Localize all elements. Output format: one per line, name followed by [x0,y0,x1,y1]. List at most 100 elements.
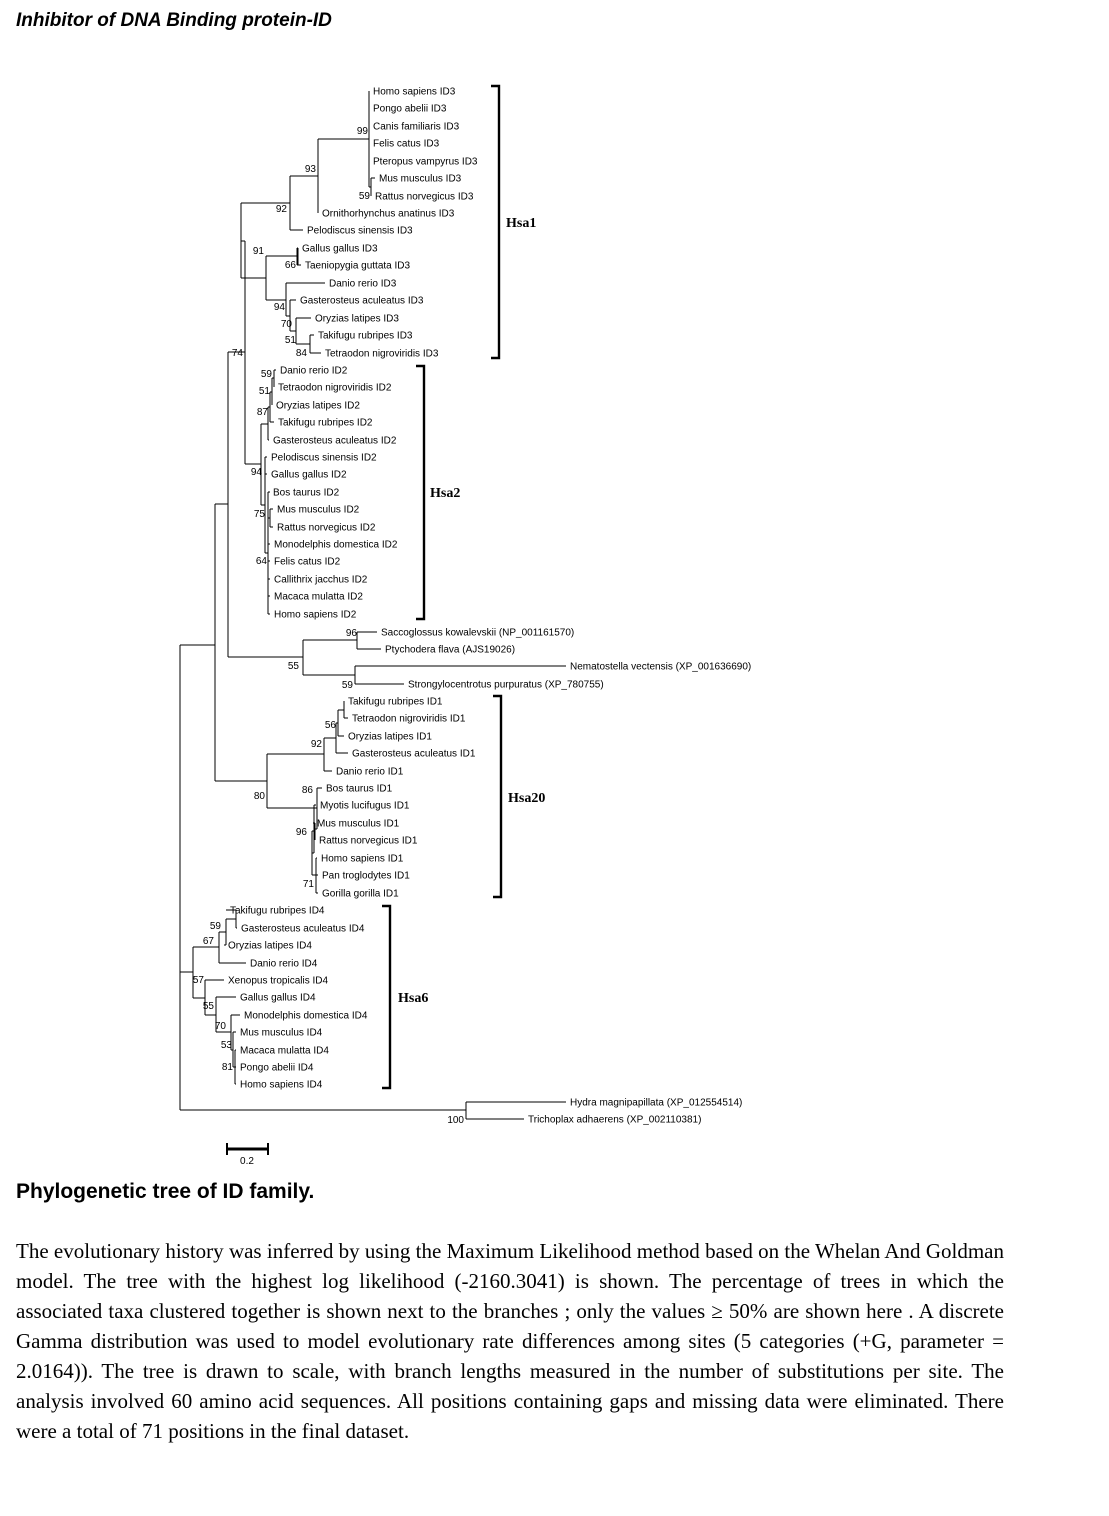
bootstrap-value: 64 [256,556,268,567]
bootstrap-value: 56 [325,720,337,731]
leaf-label: Canis familiaris ID3 [373,122,460,133]
leaf-label: Oryzias latipes ID1 [348,732,432,743]
leaf-label: Pongo abelii ID4 [240,1063,314,1074]
leaf-label: Homo sapiens ID1 [321,854,404,865]
clade-bracket [416,364,426,621]
clade-label: Hsa2 [430,486,460,501]
leaf-label: Homo sapiens ID3 [373,87,456,98]
bootstrap-value: 51 [259,386,271,397]
clade-label: Hsa6 [398,991,428,1006]
bootstrap-value: 94 [274,302,286,313]
clade-bracket [491,84,501,360]
figure-caption-text: The evolutionary history was inferred by… [16,1239,1004,1443]
leaf-label: Bos taurus ID1 [326,784,393,795]
leaf-label: Danio rerio ID2 [280,366,348,377]
clade-bracket [382,904,392,1090]
leaf-label: Macaca mulatta ID2 [274,592,363,603]
bootstrap-value: 74 [232,348,244,359]
leaf-label: Xenopus tropicalis ID4 [228,976,328,987]
leaf-label: Gasterosteus aculeatus ID3 [300,296,424,307]
leaf-label: Mus musculus ID2 [277,505,360,516]
bootstrap-value: 57 [193,975,205,986]
bootstrap-value: 86 [302,785,314,796]
leaf-label: Rattus norvegicus ID1 [319,836,418,847]
leaf-label: Bos taurus ID2 [273,488,340,499]
bootstrap-value: 55 [288,661,300,672]
figure-caption-title: Phylogenetic tree of ID family. [16,1180,315,1203]
leaf-label: Monodelphis domestica ID4 [244,1011,368,1022]
leaf-label: Taeniopygia guttata ID3 [305,261,411,272]
leaf-label: Hydra magnipapillata (XP_012554514) [570,1098,742,1109]
leaf-label: Rattus norvegicus ID2 [277,523,376,534]
leaf-label: Tetraodon nigroviridis ID1 [352,714,466,725]
leaf-label: Rattus norvegicus ID3 [375,192,474,203]
bootstrap-value: 59 [210,921,222,932]
bootstrap-value: 59 [261,369,273,380]
bootstrap-value: 92 [276,204,288,215]
clade-label: Hsa20 [508,791,545,806]
bootstrap-value: 70 [215,1021,227,1032]
leaf-label: Pelodiscus sinensis ID3 [307,226,413,237]
leaf-label: Takifugu rubripes ID1 [348,697,443,708]
leaf-label: Gorilla gorilla ID1 [322,889,399,900]
page-title: Inhibitor of DNA Binding protein-ID [16,10,332,31]
clade-label: Hsa1 [506,216,536,231]
leaf-label: Oryzias latipes ID2 [276,401,360,412]
bootstrap-value: 75 [254,509,266,520]
bootstrap-value: 51 [285,335,297,346]
leaf-label: Gallus gallus ID3 [302,244,378,255]
leaf-label: Homo sapiens ID2 [274,610,357,621]
clade-bracket [493,694,503,899]
bootstrap-value: 96 [346,628,358,639]
bootstrap-value: 91 [253,246,265,257]
bootstrap-value: 80 [254,791,266,802]
leaf-label: Takifugu rubripes ID4 [230,906,325,917]
leaf-label: Gallus gallus ID2 [271,470,347,481]
leaf-label: Gallus gallus ID4 [240,993,316,1004]
leaf-label: Takifugu rubripes ID3 [318,331,413,342]
bootstrap-value: 71 [303,879,315,890]
leaf-label: Callithrix jacchus ID2 [274,575,368,586]
bootstrap-value: 70 [281,319,293,330]
leaf-label: Ornithorhynchus anatinus ID3 [322,209,455,220]
leaf-label: Gasterosteus aculeatus ID4 [241,924,365,935]
leaf-label: Danio rerio ID1 [336,767,404,778]
leaf-label: Saccoglossus kowalevskii (NP_001161570) [381,628,574,639]
leaf-label: Tetraodon nigroviridis ID2 [278,383,392,394]
leaf-label: Ptychodera flava (AJS19026) [385,645,515,656]
leaf-label: Pelodiscus sinensis ID2 [271,453,377,464]
leaf-label: Homo sapiens ID4 [240,1080,323,1091]
bootstrap-value: 99 [357,126,369,137]
leaf-label: Gasterosteus aculeatus ID2 [273,436,397,447]
bootstrap-value: 66 [285,260,297,271]
leaf-label: Mus musculus ID1 [317,819,400,830]
leaf-label: Danio rerio ID3 [329,279,397,290]
scale-bar: 0.2 [226,1143,269,1167]
bootstrap-value: 84 [296,348,308,359]
leaf-label: Nematostella vectensis (XP_001636690) [570,662,751,673]
leaf-label: Mus musculus ID3 [379,174,462,185]
leaf-label: Strongylocentrotus purpuratus (XP_780755… [408,680,604,691]
bootstrap-value: 59 [359,191,371,202]
bootstrap-value: 96 [296,827,308,838]
leaf-label: Pan troglodytes ID1 [322,871,410,882]
bootstrap-value: 93 [305,164,317,175]
leaf-label: Danio rerio ID4 [250,959,318,970]
leaf-label: Trichoplax adhaerens (XP_002110381) [528,1115,701,1126]
leaf-label: Pteropus vampyrus ID3 [373,157,478,168]
leaf-label: Tetraodon nigroviridis ID3 [325,349,439,360]
bootstrap-value: 92 [311,739,323,750]
bootstrap-value: 53 [221,1040,233,1051]
leaf-label: Oryzias latipes ID4 [228,941,312,952]
leaf-label: Takifugu rubripes ID2 [278,418,373,429]
leaf-label: Felis catus ID2 [274,557,341,568]
bootstrap-value: 100 [447,1115,464,1126]
leaf-label: Felis catus ID3 [373,139,440,150]
bootstrap-value: 55 [203,1001,215,1012]
leaf-label: Monodelphis domestica ID2 [274,540,398,551]
bootstrap-value: 59 [342,680,354,691]
bootstrap-value: 81 [222,1062,234,1073]
leaf-label: Oryzias latipes ID3 [315,314,399,325]
bootstrap-value: 87 [257,407,269,418]
